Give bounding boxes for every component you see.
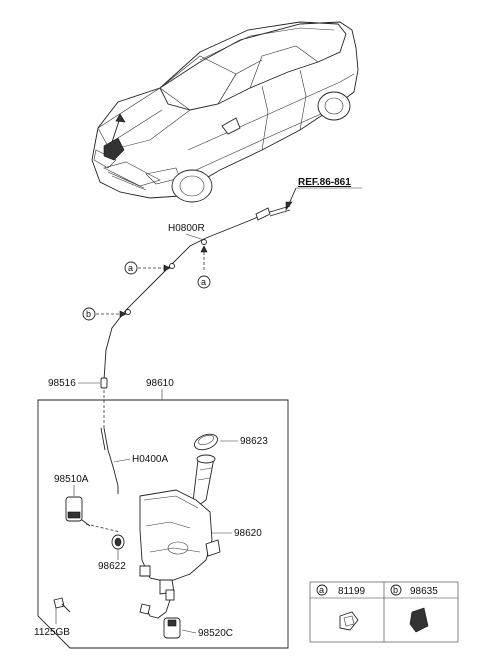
assembly-box [37, 399, 289, 649]
clip-a-icon [339, 611, 359, 631]
cap-part [194, 433, 218, 451]
label-reservoir: 98620 [234, 528, 262, 539]
label-bolt: 1125GB [34, 627, 70, 638]
ref-label: REF.86-861 [298, 177, 351, 188]
svg-text:a: a [201, 277, 206, 287]
legend-a-letter: a [319, 585, 324, 595]
sensor-part [139, 599, 181, 639]
pump-part [65, 496, 121, 533]
label-pump: 98510A [54, 474, 89, 485]
label-hose-lower: H0400A [132, 454, 168, 465]
grommet-part [100, 377, 108, 389]
clip-b-icon [409, 607, 429, 633]
label-seal: 98622 [98, 561, 126, 572]
seal-part [111, 534, 125, 550]
legend-b-part: 98635 [410, 586, 438, 597]
legend-table: a 81199 b 98635 [309, 581, 459, 643]
label-cap: 98623 [240, 436, 268, 447]
legend-a-part: 81199 [338, 586, 366, 597]
legend-b-letter: b [393, 585, 398, 595]
callout-a-left: a [124, 261, 171, 275]
bolt-part [53, 597, 71, 613]
label-reservoir-assy: 98610 [146, 378, 174, 389]
svg-text:b: b [86, 309, 91, 319]
callout-b: b [82, 307, 127, 321]
car-illustration [91, 21, 359, 203]
reservoir-part [139, 454, 221, 601]
upper-hose [103, 205, 291, 381]
svg-text:a: a [128, 263, 133, 273]
label-hose-upper: H0800R [168, 223, 205, 234]
callout-a-bottom: a [197, 245, 211, 289]
location-marker [103, 137, 125, 161]
label-grommet: 98516 [48, 378, 76, 389]
label-sensor: 98520C [198, 628, 233, 639]
